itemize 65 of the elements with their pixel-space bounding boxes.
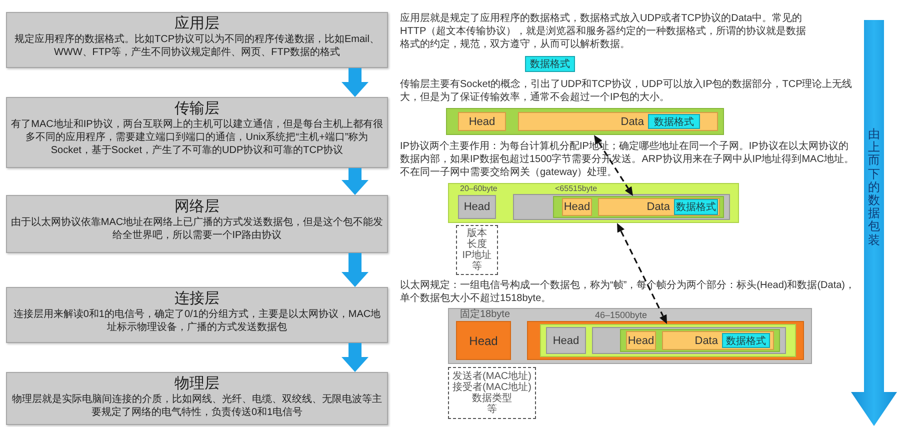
data-format-tag: 数据格式: [525, 56, 575, 72]
segment-header-block: Head: [562, 198, 592, 216]
layer-box: [6, 372, 388, 425]
ip-data-block: [592, 327, 786, 354]
ip-header-block: Head: [546, 327, 586, 354]
segment-data-block: [662, 331, 774, 350]
data-label: Data: [646, 200, 670, 215]
dashed-arrow: [617, 223, 667, 324]
layer-box: [6, 12, 388, 68]
layer-description: 由于以太网协议依靠MAC地址在网络上已广播的方式发送数据包，但是这个包不能发给全世界吧，所以需要一个IP路由协议: [10, 216, 384, 242]
size-label: <65515byte: [555, 184, 598, 194]
ip-header-block: Head: [458, 195, 496, 219]
description-text: IP协议两个主要作用：为每台计算机分配IP地址；确定哪些地址在同一个子网。IP协议在以太网协议的数据内部，如果IP数据包超过1500字节需要分开发送。ARP协议用来在子网中从IP地址得到MAC地址。不在同一子网中需要交给网关（gateway）处理。: [400, 140, 855, 179]
data-format-tag: 数据格式: [648, 114, 700, 129]
layer-title: 网络层: [174, 198, 220, 216]
segment-data-block: [518, 112, 718, 131]
layer-box: [6, 195, 388, 253]
data-format-tag: 数据格式: [674, 199, 718, 215]
layer-description: 连接层用来解读0和1的电信号，确定了0/1的分组方式，主要是以太网协议，MAC地址标示物理设备，广播的方式发送数据包: [12, 308, 382, 334]
size-label: 固定18byte: [460, 309, 510, 320]
layer-title: 应用层: [174, 15, 220, 33]
header-field-text: 版本: [467, 228, 487, 239]
segment-header-block: Head: [458, 112, 506, 131]
description-text: 应用层就是规定了应用程序的数据格式，数据格式放入UDP或者TCP协议的Data中。常见的HTTP（超文本传输协议），就是浏览器和服务器约定的一种数据格式，所谓的协议就是数据格式的约定，规范，双方遵守，从而可以解析数据。: [400, 12, 808, 51]
header-field-text: 长度: [467, 239, 487, 250]
header-field-text: 发送者(MAC地址): [452, 371, 532, 382]
arrow: [342, 68, 368, 97]
layer-title: 物理层: [174, 375, 220, 393]
header-field-text: 数据类型: [472, 393, 512, 404]
data-format-tag: 数据格式: [722, 333, 770, 348]
layer-box: [6, 97, 388, 168]
header-field-text: 等: [487, 404, 497, 415]
layer-title: 传输层: [174, 100, 220, 118]
ip-data-block: [513, 194, 730, 220]
header-field-text: IP地址: [462, 250, 492, 261]
data-label: Data: [694, 334, 718, 348]
ip-packet: [540, 324, 796, 357]
ethernet-header-block: Head: [456, 321, 511, 360]
layer-description: 规定应用程序的数据格式。比如TCP协议可以为不同的程序传递数据，比如Email、WWW、FTP等，产生不同协议规定邮件、网页、FTP数据的格式: [13, 33, 380, 59]
header-fields-box: [448, 367, 536, 419]
layer-description: 有了MAC地址和IP协议，两台互联网上的主机可以建立通信，但是每台主机上都有很多不同的应用程序，需要建立端口到端口的通信，Unix系统把“主机+端口”称为Socket，基于Socket，产生了不可靠的UDP协议和可靠的TCP协议: [10, 118, 384, 157]
arrow: [342, 168, 368, 195]
data-label: Data: [620, 114, 644, 130]
direction-label: 由上而下的数据包装: [868, 128, 880, 247]
size-label: 46–1500byte: [595, 310, 648, 321]
transport-segment: [553, 196, 724, 218]
layer-title: 连接层: [174, 290, 220, 308]
ethernet-frame: [448, 308, 812, 364]
layer-box: [6, 287, 388, 343]
arrow: [342, 343, 368, 372]
segment-data-block: [598, 198, 720, 216]
transport-segment: [446, 108, 724, 135]
header-fields-box: [456, 225, 498, 275]
arrow: [342, 253, 368, 287]
header-field-text: 等: [472, 261, 482, 272]
dashed-arrow: [594, 135, 633, 196]
transport-segment: [620, 329, 780, 352]
size-label: 20–60byte: [460, 184, 498, 194]
description-text: 以太网规定：一组电信号构成一个数据包，称为“帧”，每个帧分为两个部分：标头(Head)和数据(Data)，单个数据包大小不超过1518byte。: [400, 279, 855, 305]
header-field-text: 接受者(MAC地址): [452, 382, 532, 393]
layer-description: 物理层就是实际电脑间连接的介质，比如网线、光纤、电缆、双绞线、无限电波等主要规定了网络的电气特性，负责传送0和1电信号: [11, 393, 383, 419]
description-text: 传输层主要有Socket的概念，引出了UDP和TCP协议，UDP可以放入IP包的数据部分，TCP理论上无线大，但是为了保证传输效率，通常不会超过一个IP包的大小。: [400, 78, 854, 104]
ip-packet: [448, 183, 739, 223]
segment-header-block: Head: [626, 331, 656, 350]
ethernet-data-block: [527, 321, 804, 360]
